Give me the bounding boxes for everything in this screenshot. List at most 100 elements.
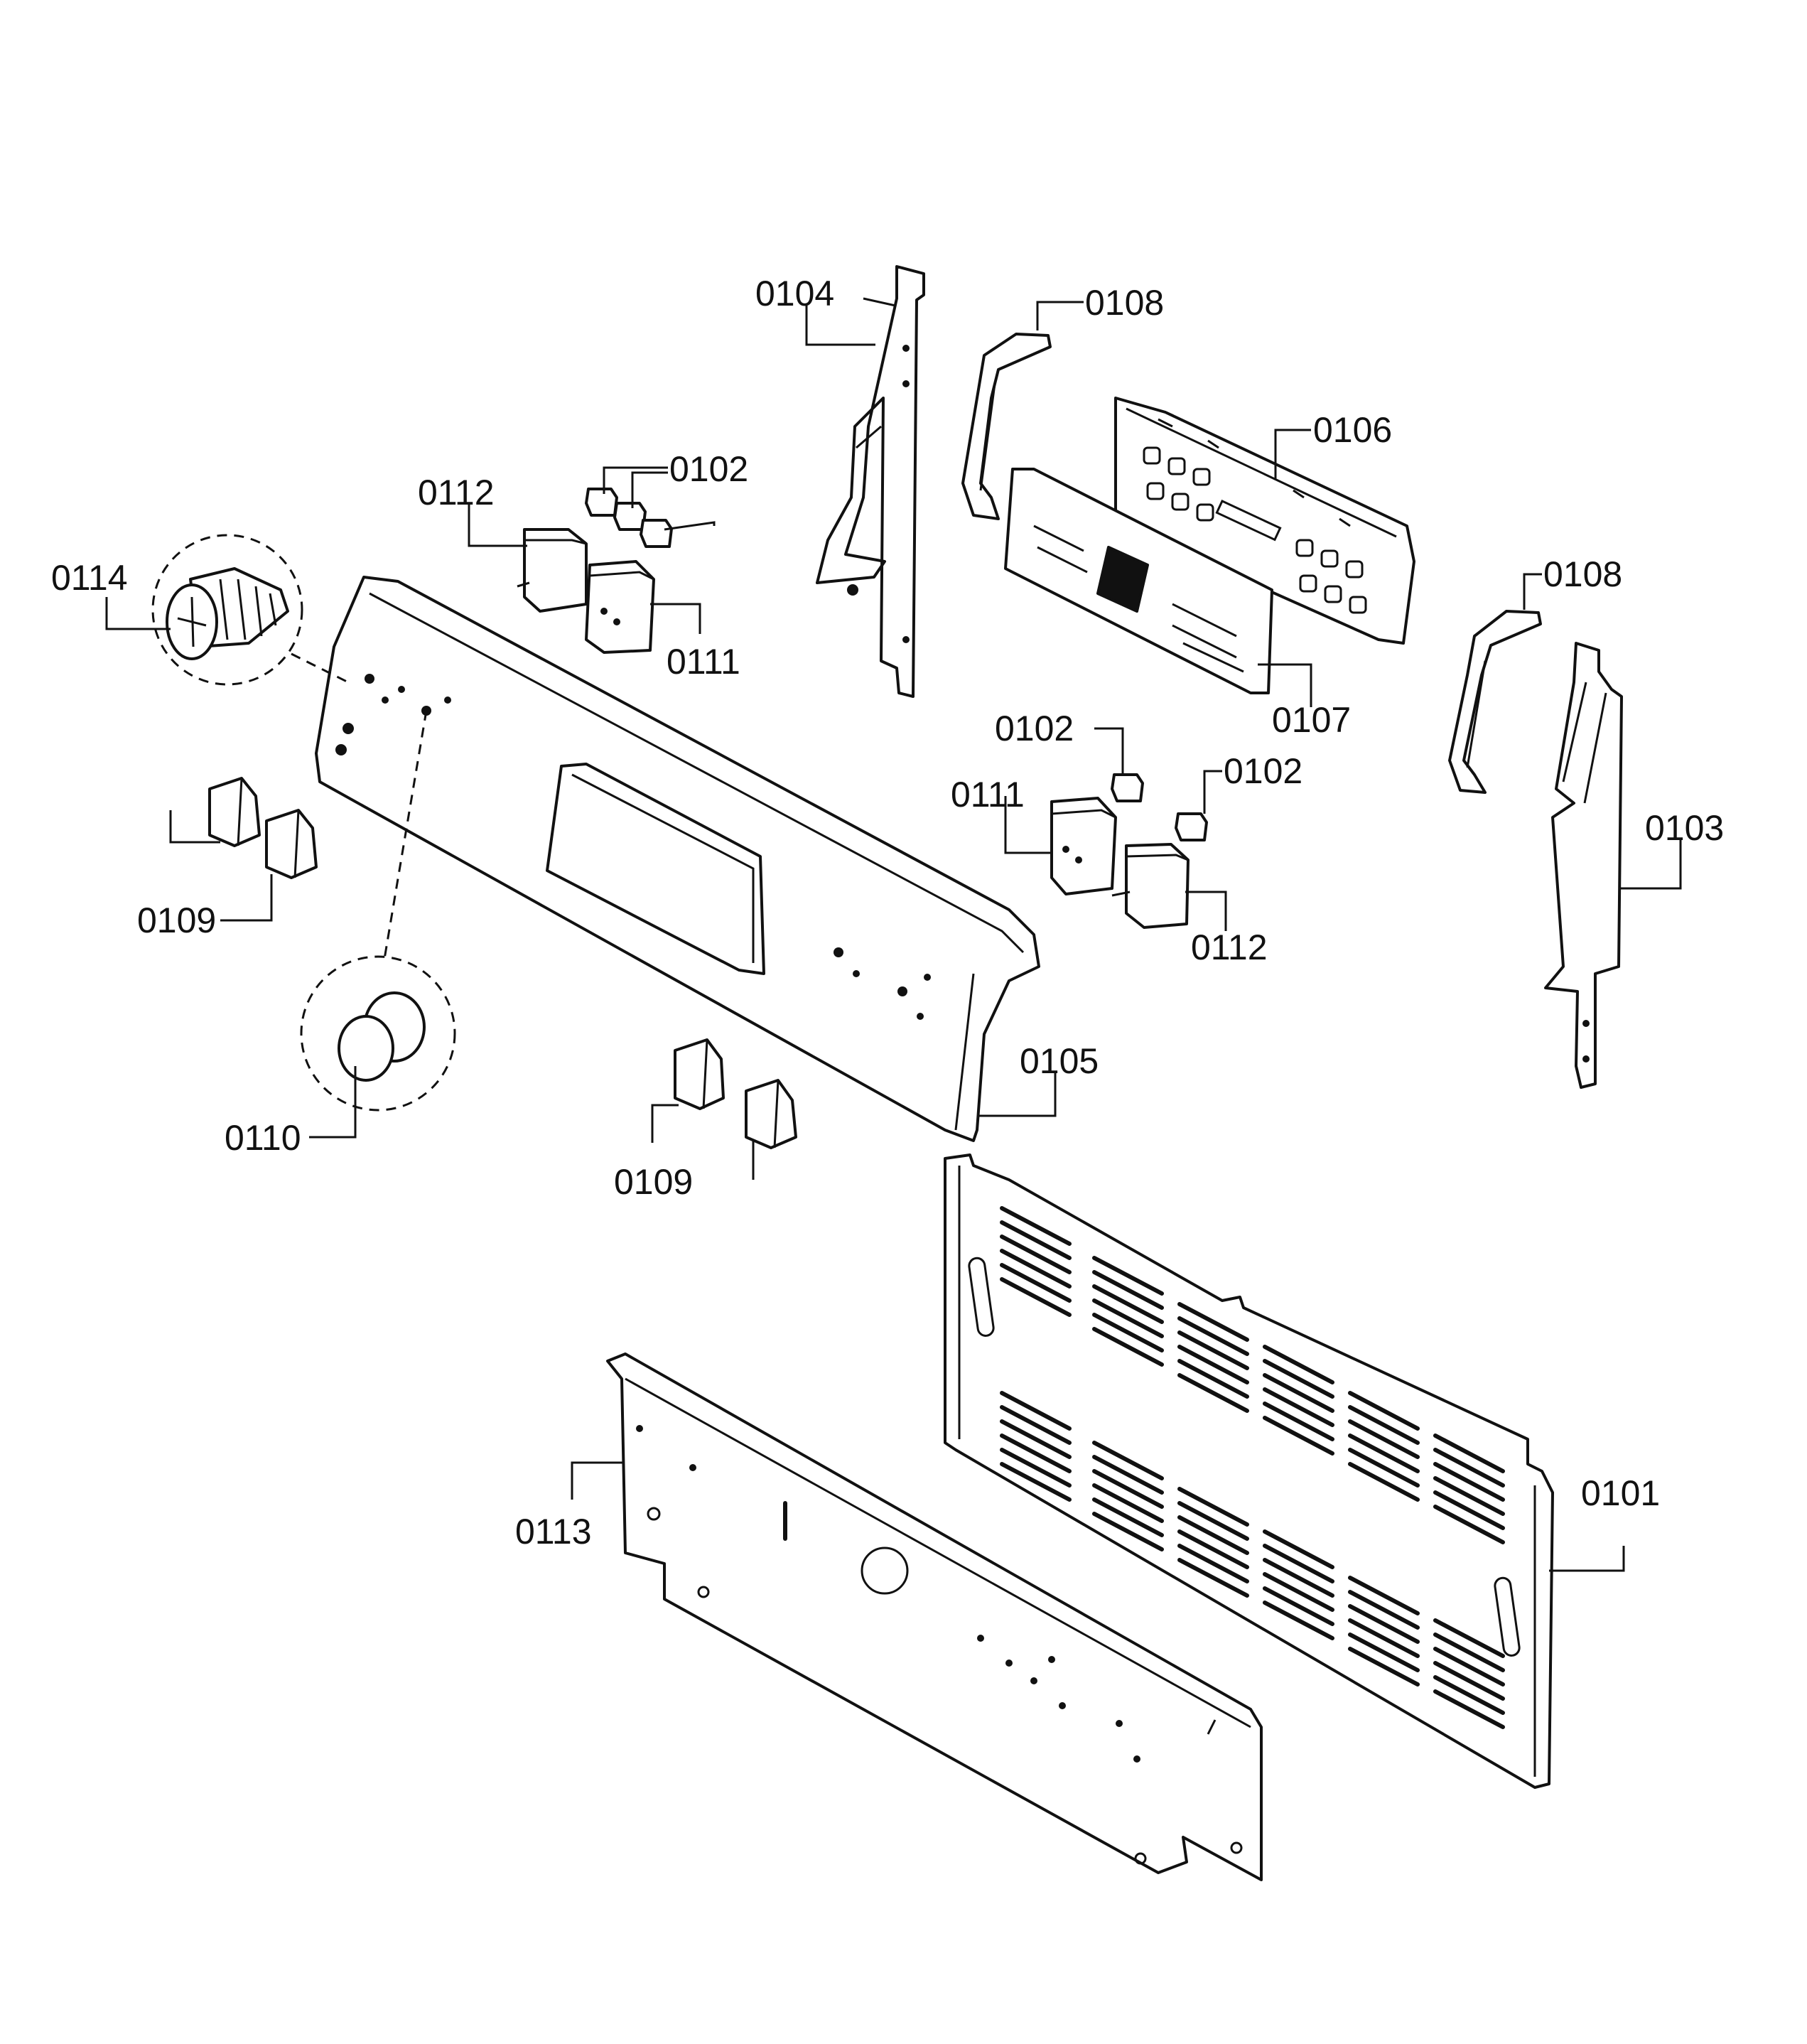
board-button-pad — [1299, 574, 1317, 593]
part-0114-screw-detail — [151, 534, 349, 686]
part-0102-switch-right — [1175, 812, 1208, 841]
vent-slot — [1092, 1270, 1164, 1310]
board-button-pad — [1167, 457, 1186, 475]
label-0114: 0114 — [51, 558, 128, 598]
vent-slot — [1000, 1249, 1072, 1289]
vent-slot — [1433, 1632, 1505, 1672]
label-0108-top: 0108 — [1085, 283, 1164, 323]
board-button-pad — [1295, 539, 1314, 557]
vent-slot — [1348, 1576, 1420, 1615]
vent-slot — [1433, 1689, 1505, 1729]
label-0101: 0101 — [1581, 1473, 1660, 1513]
vent-slot — [1092, 1497, 1164, 1537]
part-0102-switch-group-top — [585, 488, 673, 548]
vent-slot — [1263, 1387, 1334, 1427]
vent-slot — [1433, 1505, 1505, 1544]
label-0108-right: 0108 — [1543, 554, 1622, 594]
label-0112-right: 0112 — [1191, 927, 1268, 967]
part-0105-backguard-front-panel — [315, 576, 1040, 1142]
part-0108-upper-wire-clip — [961, 333, 1052, 520]
vent-slot — [1177, 1302, 1249, 1342]
vent-slot — [1177, 1515, 1249, 1555]
vent-slot — [1433, 1675, 1505, 1715]
vent-slot — [1000, 1405, 1072, 1445]
board-button-pad — [1146, 482, 1165, 500]
board-button-pad — [1320, 549, 1339, 568]
vent-slot — [1433, 1448, 1505, 1488]
vent-slot — [1177, 1373, 1249, 1413]
vent-slot — [1263, 1558, 1334, 1598]
vent-slot — [1348, 1419, 1420, 1459]
vent-slot — [1433, 1434, 1505, 1473]
label-0111-top: 0111 — [667, 642, 740, 682]
vent-slot — [1263, 1373, 1334, 1413]
part-0110-button-detail — [300, 710, 456, 1112]
part-0101-rear-vented-panel — [944, 1153, 1554, 1789]
vent-slot — [1348, 1632, 1420, 1672]
vent-slot — [1000, 1277, 1072, 1317]
vent-slot — [1263, 1359, 1334, 1399]
vent-slot — [1000, 1434, 1072, 1473]
vent-slot — [1092, 1327, 1164, 1367]
vent-slot — [1000, 1448, 1072, 1488]
board-button-pad — [1192, 468, 1211, 486]
vent-slot — [1177, 1345, 1249, 1384]
vent-slot — [1433, 1490, 1505, 1530]
vent-slot — [1348, 1590, 1420, 1630]
label-0102-right: 0102 — [1224, 751, 1302, 791]
label-0104: 0104 — [755, 274, 834, 313]
vent-slot — [1263, 1572, 1334, 1612]
part-0111-infinite-switch-top — [585, 560, 655, 654]
vent-slot — [1433, 1661, 1505, 1701]
vent-slot — [1000, 1419, 1072, 1459]
vent-slot — [1348, 1462, 1420, 1502]
vent-slot — [1177, 1544, 1249, 1583]
vent-slot — [1433, 1618, 1505, 1658]
board-button-pad — [1143, 446, 1161, 465]
vent-slot — [1348, 1604, 1420, 1644]
label-0103: 0103 — [1645, 808, 1724, 848]
vent-slot — [1092, 1512, 1164, 1551]
vent-slot — [1092, 1483, 1164, 1523]
part-0107-touchpad-overlay — [1004, 468, 1273, 694]
board-button-pad — [1196, 503, 1214, 522]
label-0102-top: 0102 — [669, 449, 748, 489]
vent-slot — [1433, 1647, 1505, 1687]
vent-slot — [1092, 1256, 1164, 1296]
part-0112-infinite-switch-top — [517, 528, 588, 613]
label-0111-right: 0111 — [951, 775, 1025, 814]
label-0106: 0106 — [1313, 410, 1392, 450]
label-0109-right: 0109 — [614, 1162, 693, 1202]
vent-slot — [1263, 1416, 1334, 1456]
label-0102-mid: 0102 — [995, 709, 1074, 748]
board-button-pad — [1349, 596, 1367, 614]
vent-slot — [1177, 1487, 1249, 1527]
vent-slot — [1263, 1345, 1334, 1384]
vent-slot — [1348, 1647, 1420, 1687]
vent-slot — [1092, 1455, 1164, 1495]
part-0108-lower-wire-clip — [1448, 610, 1542, 794]
leader-lines — [105, 301, 1682, 1572]
vent-slot — [1263, 1529, 1334, 1569]
vent-slot — [1177, 1501, 1249, 1541]
vent-slot — [1263, 1586, 1334, 1626]
vent-slot — [1433, 1462, 1505, 1502]
part-labels: 0104 0108 0106 0102 0112 0114 0111 0108 … — [51, 274, 1724, 1551]
part-0113-lower-mounting-panel — [606, 1352, 1263, 1881]
vent-slot — [1263, 1601, 1334, 1640]
vent-slot — [1348, 1434, 1420, 1473]
label-0112-top: 0112 — [418, 473, 495, 512]
label-0110: 0110 — [225, 1118, 301, 1158]
vent-slot — [1092, 1284, 1164, 1324]
vent-slot — [1177, 1330, 1249, 1370]
vent-slot — [1177, 1316, 1249, 1356]
vent-slot — [1348, 1618, 1420, 1658]
vent-slot — [1000, 1263, 1072, 1303]
part-0102-switch-mid — [1111, 773, 1144, 802]
vent-slot — [1000, 1235, 1072, 1274]
vent-slot — [1000, 1220, 1072, 1260]
vent-slot — [1092, 1441, 1164, 1480]
board-button-pad — [1324, 585, 1342, 603]
part-0103-right-end-bracket — [1544, 642, 1623, 1089]
